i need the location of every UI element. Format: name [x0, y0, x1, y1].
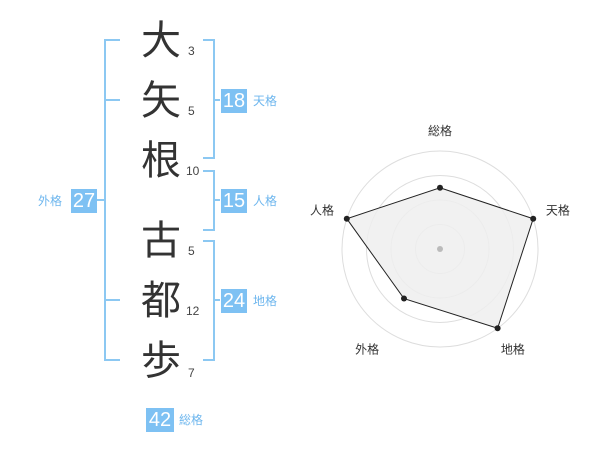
tenkaku-value: 18: [221, 89, 247, 113]
name-char-3: 根: [141, 138, 181, 184]
radar-point-人格: [343, 215, 350, 222]
radar-axis-label-地格: 地格: [501, 341, 525, 356]
radar-series-polygon: [345, 187, 534, 329]
name-char-6: 歩: [141, 338, 181, 384]
stroke-count-6: 7: [188, 366, 195, 380]
name-char-4: 古: [141, 218, 181, 264]
radar-point-外格: [400, 295, 407, 302]
radar-center-dot: [437, 246, 443, 252]
jinkaku-value: 15: [221, 189, 247, 213]
soukaku-label: 総格: [179, 413, 204, 427]
gaikaku-value: 27: [71, 189, 97, 213]
chikaku-value: 24: [221, 289, 247, 313]
radar-grid-ring: [341, 150, 539, 348]
soukaku-value: 42: [146, 408, 174, 432]
name-char-1: 大: [141, 18, 181, 64]
stroke-count-3: 10: [186, 164, 200, 178]
radar-point-総格: [437, 184, 443, 191]
gaikaku-label: 外格: [38, 194, 63, 208]
radar-axis-label-天格: 天格: [546, 203, 570, 218]
chikaku-label: 地格: [253, 294, 278, 308]
jinkaku-label: 人格: [253, 194, 278, 208]
radar-axis-label-外格: 外格: [355, 341, 379, 356]
tenkaku-label: 天格: [253, 94, 278, 108]
radar-point-地格: [494, 325, 501, 332]
name-char-2: 矢: [141, 78, 181, 124]
name-char-5: 都: [141, 278, 181, 324]
radar-axis-label-総格: 総格: [428, 123, 452, 138]
stroke-count-5: 12: [186, 304, 200, 318]
stroke-count-2: 5: [188, 104, 195, 118]
radar-point-天格: [530, 215, 537, 222]
stroke-count-4: 5: [188, 244, 195, 258]
stroke-count-1: 3: [188, 44, 195, 58]
radar-axis-label-人格: 人格: [310, 203, 334, 218]
